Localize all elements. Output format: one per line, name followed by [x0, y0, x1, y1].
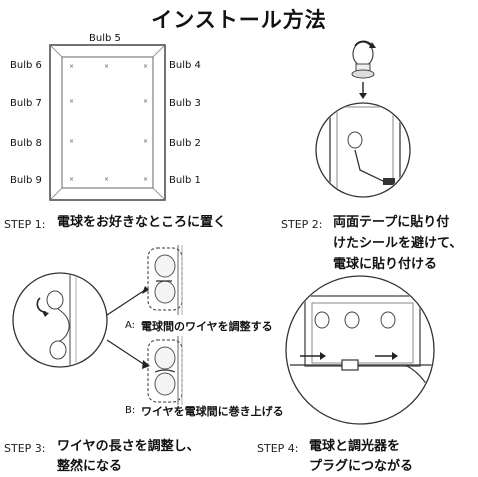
- svg-text:×: ×: [69, 176, 74, 183]
- bulb-label-left-1: Bulb 6: [10, 60, 42, 71]
- step3-text-2: 整然になる: [57, 459, 123, 474]
- svg-text:×: ×: [143, 138, 148, 145]
- option-b-label: B:: [125, 405, 136, 416]
- bulb-label-right-1: Bulb 4: [169, 60, 201, 71]
- svg-text:×: ×: [104, 176, 109, 183]
- zoom-circle-step2: [315, 102, 411, 198]
- step1-label: STEP 1:: [4, 218, 46, 231]
- step4-text-1: 電球と調光器を: [309, 439, 401, 454]
- svg-text:×: ×: [143, 98, 148, 105]
- bulb-label-right-3: Bulb 2: [169, 138, 201, 149]
- bulb-label-right-2: Bulb 3: [169, 98, 201, 109]
- svg-text:×: ×: [69, 63, 74, 70]
- svg-text:×: ×: [104, 63, 109, 70]
- step3-text-1: ワイヤの長さを調整し、: [57, 439, 200, 454]
- step2-text-2: けたシールを避けて、: [333, 236, 463, 251]
- bulb-markers: × × × × × × × × × ×: [69, 63, 148, 183]
- svg-text:×: ×: [143, 176, 148, 183]
- step3-label: STEP 3:: [4, 442, 46, 455]
- bulb-label-top: Bulb 5: [89, 33, 121, 44]
- mirror-frame-outer: [49, 44, 166, 201]
- option-a-text: 電球間のワイヤを調整する: [141, 320, 273, 333]
- bulb-label-right-4: Bulb 1: [169, 175, 201, 186]
- step4-text-2: プラグにつながる: [309, 459, 414, 474]
- step2-text-1: 両面テープに貼り付: [333, 215, 450, 230]
- step2-label: STEP 2:: [281, 218, 323, 231]
- bulb-label-left-2: Bulb 7: [10, 98, 42, 109]
- option-b-text: ワイヤを電球間に巻き上げる: [141, 405, 284, 418]
- step2-text-3: 電球に貼り付ける: [333, 257, 438, 272]
- mirror-frame-inner: [61, 56, 154, 189]
- svg-text:×: ×: [69, 98, 74, 105]
- svg-text:×: ×: [143, 63, 148, 70]
- option-a-label: A:: [125, 320, 136, 331]
- step4-label: STEP 4:: [257, 442, 299, 455]
- bulb-label-left-3: Bulb 8: [10, 138, 42, 149]
- page-title: インストール方法: [151, 8, 327, 32]
- step1-text: 電球をお好きなところに置く: [57, 215, 227, 230]
- bulb-label-left-4: Bulb 9: [10, 175, 42, 186]
- svg-text:×: ×: [69, 138, 74, 145]
